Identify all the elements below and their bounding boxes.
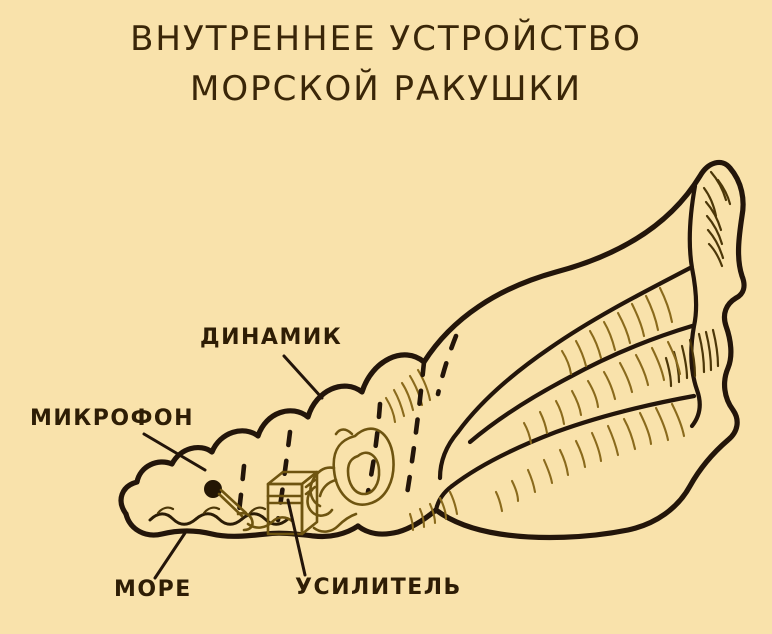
leader-microphone: [142, 432, 207, 472]
sea-waves: [148, 506, 290, 526]
leader-amplifier: [286, 498, 307, 577]
left-hump-hatching: [384, 368, 432, 424]
shell-outline: [118, 159, 747, 541]
whorl-hatching: [408, 286, 686, 532]
leader-sea: [153, 531, 187, 580]
spire-hatching: [664, 170, 732, 388]
title-line-1: ВНУТРЕННЕЕ УСТРОЙСТВО: [130, 18, 642, 59]
title-line-2: МОРСКОЙ РАКУШКИ: [190, 68, 582, 109]
label-microphone: МИКРОФОН: [30, 406, 194, 431]
speaker-device: [306, 427, 395, 517]
shell-spire-lines: [433, 183, 702, 513]
label-amplifier: УСИЛИТЕЛЬ: [295, 575, 462, 600]
microphone-device: [204, 480, 294, 532]
amplifier-device: [266, 470, 358, 536]
label-speaker: ДИНАМИК: [200, 325, 342, 350]
label-sea: МОРЕ: [114, 577, 192, 602]
leader-speaker: [282, 354, 324, 400]
cutaway-dashes: [235, 333, 459, 523]
leader-lines: [142, 354, 324, 580]
